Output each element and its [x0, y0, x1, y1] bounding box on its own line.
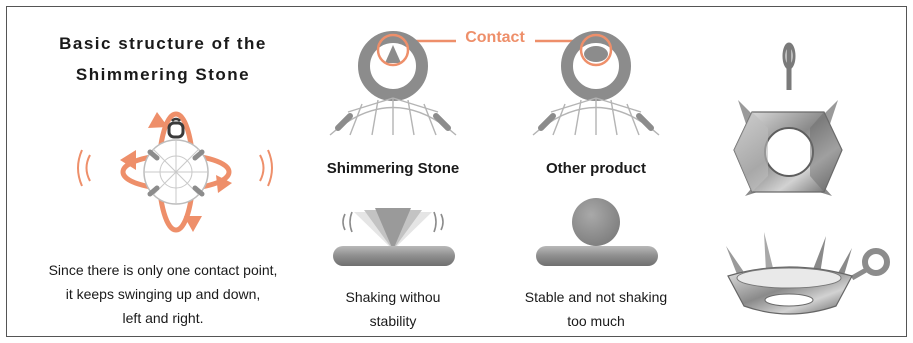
shimmering-note-line-1: Shaking withou — [345, 289, 441, 305]
shimmering-note: Shaking withou stability — [313, 285, 473, 333]
left-desc-line-3: left and right. — [122, 310, 204, 326]
left-desc-line-2: it keeps swinging up and down, — [65, 286, 261, 302]
title-line-2: Shimmering Stone — [75, 65, 251, 84]
title-line-1: Basic structure of the — [59, 34, 267, 53]
other-caption: Other product — [546, 160, 646, 177]
other-product-setting — [532, 31, 660, 136]
left-desc-line-1: Since there is only one contact point, — [48, 262, 278, 278]
other-note-line-1: Stable and not shaking — [524, 289, 668, 305]
shimmering-rocking-illustration — [333, 208, 455, 266]
other-note: Stable and not shaking too much — [503, 285, 689, 333]
contact-label: Contact — [465, 29, 525, 46]
setting-photo-top — [733, 42, 843, 196]
other-stable-illustration — [536, 198, 658, 266]
diagram-title: Basic structure of the Shimmering Stone — [18, 28, 308, 90]
other-note-line-2: too much — [567, 313, 625, 329]
swinging-stone-illustration — [77, 111, 273, 233]
setting-photo-bottom — [726, 232, 890, 315]
shimmering-note-line-2: stability — [369, 313, 417, 329]
shimmering-caption: Shimmering Stone — [326, 160, 460, 177]
left-description: Since there is only one contact point, i… — [18, 258, 308, 330]
shimmering-stone-setting — [329, 31, 457, 136]
